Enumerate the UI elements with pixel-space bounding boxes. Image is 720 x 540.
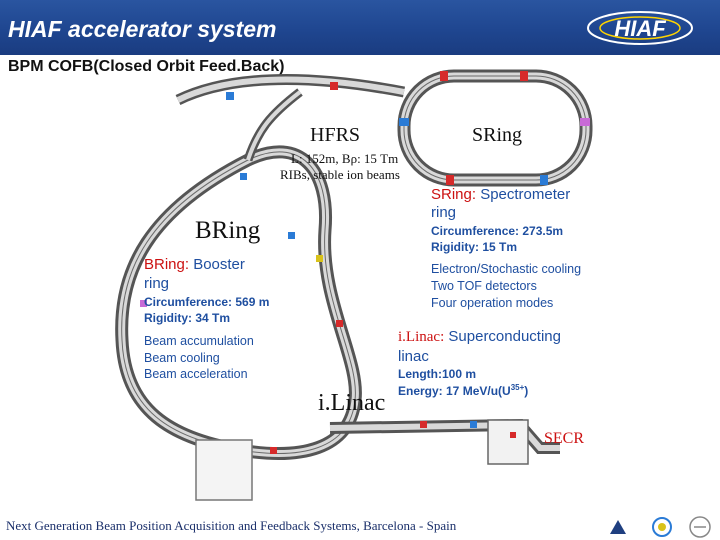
logo-text: HIAF [614, 16, 666, 41]
sring-title: SRing: Spectrometer [431, 186, 570, 203]
ilinac-title: i.Linac: Superconducting [398, 328, 561, 346]
ibic-logo [652, 517, 672, 537]
ilinac-label: i.Linac [318, 390, 386, 416]
bring-title: BRing: Booster [144, 256, 245, 273]
alba-logo [610, 520, 626, 534]
bring-feature-2: Beam cooling [144, 351, 220, 365]
ilinac-desc-2: linac [398, 348, 429, 365]
ilinac-desc-1: Superconducting [448, 328, 561, 345]
hiaf-logo: HIAF [587, 11, 693, 45]
page-title: HIAF accelerator system [8, 16, 277, 42]
bring-feature-3: Beam acceleration [144, 367, 248, 381]
footer-text: Next Generation Beam Position Acquisitio… [6, 518, 457, 533]
magnet-markers [140, 71, 590, 454]
hfrs-length: L: 152m, Bρ: 15 Tm [291, 151, 399, 166]
ilinac-energy-prefix: Energy: 17 MeV/u(U [398, 384, 511, 398]
sring-feature-3: Four operation modes [431, 296, 554, 310]
ilinac-length: Length:100 m [398, 367, 477, 381]
ilinac-name: i.Linac: [398, 329, 445, 345]
bring-desc-1: Booster [193, 256, 245, 273]
sring-feature-2: Two TOF detectors [431, 279, 537, 293]
hfrs-beams: RIBs, stable ion beams [280, 167, 400, 182]
bring-rigidity: Rigidity: 34 Tm [144, 311, 231, 325]
section-subtitle: BPM COFB(Closed Orbit Feed.Back) [8, 58, 285, 75]
sring-circumference: Circumference: 273.5m [431, 224, 564, 238]
hfrs-label: HFRS [310, 124, 361, 146]
bring-label: BRing [195, 217, 261, 244]
sring-desc-1: Spectrometer [480, 186, 571, 203]
sring-name: SRing: [431, 186, 477, 203]
ilinac-energy: Energy: 17 MeV/u(U35+) [398, 383, 528, 398]
bring-desc-2: ring [144, 275, 170, 292]
sring-rigidity: Rigidity: 15 Tm [431, 240, 518, 254]
header-bar: HIAF accelerator system HIAF [0, 0, 720, 55]
sring-desc-2: ring [431, 204, 457, 221]
footer-logos [610, 516, 711, 538]
bring-name: BRing: [144, 256, 190, 273]
bring-circumference: Circumference: 569 m [144, 295, 270, 309]
sring-label: SRing [472, 124, 523, 146]
linac-hall [195, 439, 253, 501]
hfrs-line [176, 76, 405, 103]
secr-building [487, 419, 529, 465]
ilinac-energy-charge: 35+ [510, 383, 525, 392]
secr-label: SECR [544, 430, 585, 447]
sring-feature-1: Electron/Stochastic cooling [431, 262, 582, 276]
bring-feature-1: Beam accumulation [144, 334, 254, 348]
partner-logo [689, 516, 711, 538]
ilinac-energy-suffix: ) [524, 384, 529, 398]
